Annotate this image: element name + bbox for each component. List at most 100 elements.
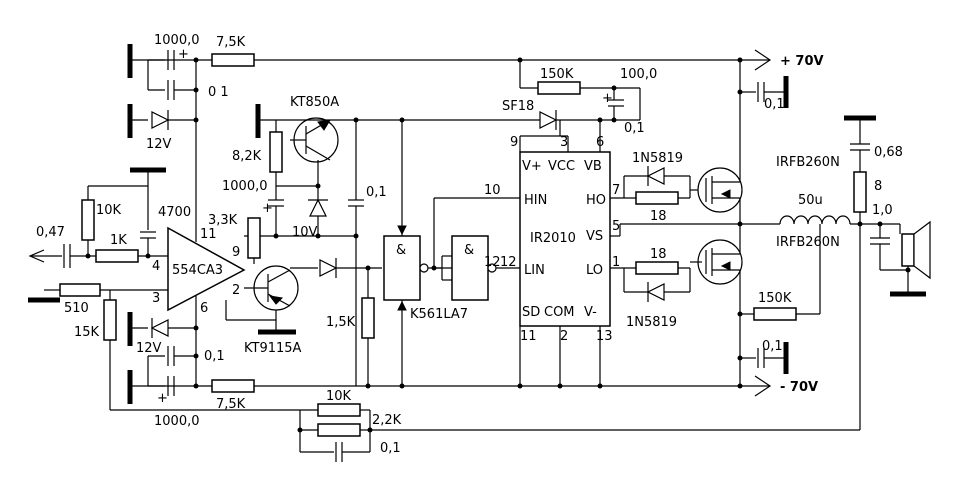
resistor-3k3-group: 3,3K	[208, 213, 261, 264]
resistor-150k-bottom-label: 150K	[758, 291, 792, 306]
positive-supply-label: + 70V	[780, 54, 824, 69]
diode-1n5819-high	[646, 167, 665, 185]
ir2010-body	[519, 151, 611, 327]
resistor-2k2-label: 2,2K	[372, 413, 402, 428]
cap-1000-bottom-label: 1000,0	[154, 414, 200, 429]
resistor-8	[853, 171, 867, 213]
diode-1n5819-low	[646, 283, 665, 301]
resistor-510-label: 510	[64, 301, 89, 316]
resistor-150k-top-label: 150K	[540, 67, 574, 82]
resistor-2k2	[317, 423, 361, 437]
bottom-left-supply-network: 1000,0 + 7,5K 0,1 12V	[127, 300, 255, 429]
high-side-gate-network: 18 1N5819	[610, 151, 702, 224]
kt9115a-label: KT9115A	[244, 341, 302, 356]
opamp-label: 554CA3	[172, 263, 223, 278]
gate1-symbol: &	[396, 243, 406, 258]
resistor-18-high-label: 18	[650, 209, 667, 224]
kt850a-label: KT850A	[290, 95, 339, 110]
gate-pin12: 12	[484, 255, 501, 270]
resistor-10k-input	[81, 199, 95, 241]
pin-num-1: 1	[612, 255, 620, 270]
cap-mid-plus: +	[262, 201, 273, 216]
inductor-label: 50u	[798, 193, 823, 208]
opamp-pin3: 3	[152, 291, 160, 306]
bias-network: 8,2K 1000,0 + 10V 0,1	[222, 104, 560, 386]
cap-01-e-label: 0,1	[624, 121, 645, 136]
transistor-kt9115a: KT9115A	[225, 258, 382, 356]
opamp-pin9: 9	[232, 245, 240, 260]
pin-num-10: 10	[484, 183, 501, 198]
resistor-15k	[103, 299, 117, 341]
pin-num-13: 13	[596, 329, 613, 344]
diode-sf18	[539, 111, 558, 129]
d5819-low-label: 1N5819	[626, 315, 677, 330]
d5819-high-label: 1N5819	[632, 151, 683, 166]
cap-100-plus: +	[602, 91, 613, 106]
resistor-510	[59, 283, 101, 297]
resistor-10k-input-label: 10K	[96, 203, 122, 218]
mosfet-high-label: IRFB260N	[776, 155, 840, 170]
mosfet-low-label: IRFB260N	[776, 235, 840, 250]
resistor-150k-top	[537, 81, 581, 95]
input-network: 0,47 1K 10K 4700 510 15K	[28, 167, 300, 411]
cap-047-label: 0,47	[36, 225, 65, 240]
pin-lo: LO	[586, 263, 603, 278]
resistor-18-low	[635, 261, 679, 275]
pin-num-7: 7	[612, 183, 620, 198]
opamp-pin11: 11	[200, 227, 217, 242]
opamp-pin4: 4	[152, 259, 160, 274]
zener-10v-label: 10V	[292, 225, 318, 240]
resistor-150k-bottom	[753, 307, 797, 321]
resistor-18-low-label: 18	[650, 247, 667, 262]
sf18-label: SF18	[502, 99, 534, 114]
cap-01-g-label: 0,1	[762, 339, 783, 354]
nand-gate-2	[451, 235, 489, 301]
pin-num-12: 12	[500, 255, 517, 270]
resistor-10k-feedback-label: 10K	[326, 389, 352, 404]
low-side-gate-network: 18 1N5819	[610, 247, 702, 330]
resistor-8k2-label: 8,2K	[232, 149, 262, 164]
resistor-7k5-bottom	[211, 379, 255, 393]
resistor-1k5-group: 1,5K	[326, 265, 375, 389]
ir2010-driver: IR2010 V+ VCC VB HIN LIN HO VS LO SD COM…	[484, 120, 620, 389]
opamp-554ca3: 554CA3 4 3 11 6 9 2	[152, 226, 246, 316]
resistor-1k	[95, 249, 139, 263]
gate-label: K561LA7	[410, 307, 468, 322]
resistor-18-high	[635, 191, 679, 205]
pin-com: COM	[544, 305, 575, 320]
gate2-symbol: &	[464, 243, 474, 258]
resistor-3k3	[247, 217, 261, 259]
ir2010-label: IR2010	[530, 231, 576, 246]
zener-12v-bottom-label: 12V	[136, 341, 162, 356]
cap-4700-label: 4700	[158, 205, 191, 220]
cap-01-b-label: 0,1	[366, 185, 387, 200]
diode-to-gate	[319, 259, 338, 277]
pin-vplus: V+	[522, 159, 542, 174]
inductor-50u	[779, 215, 851, 225]
opamp-pin2: 2	[232, 283, 240, 298]
mosfet-low	[697, 236, 743, 389]
cap-1000-mid-label: 1000,0	[222, 179, 268, 194]
resistor-7k5-top	[211, 53, 255, 67]
speaker	[901, 233, 915, 267]
zener-12v-top-label: 12V	[146, 137, 172, 152]
cap-polarity-plus: +	[178, 47, 189, 62]
resistor-1k-label: 1K	[110, 233, 127, 248]
resistor-7k5-top-label: 7,5K	[216, 35, 246, 50]
pin-vcc: VCC	[548, 159, 575, 174]
zener-10v	[309, 198, 327, 217]
cap-068-label: 0,68	[874, 145, 903, 160]
opamp-pin6: 6	[200, 301, 208, 316]
cap-01-d-label: 0,1	[380, 441, 401, 456]
pin-num-5: 5	[612, 219, 620, 234]
cap-polarity-plus-bottom: +	[157, 391, 168, 406]
mosfet-high	[697, 57, 743, 236]
pin-num-3: 3	[560, 135, 568, 150]
pin-hin: HIN	[524, 193, 547, 208]
pin-sd: SD	[522, 305, 540, 320]
resistor-8-label: 8	[874, 179, 882, 194]
pin-num-2: 2	[560, 329, 568, 344]
cap-1000-top-label: 1000,0	[154, 33, 200, 48]
transistor-kt850a: KT850A	[290, 95, 339, 163]
